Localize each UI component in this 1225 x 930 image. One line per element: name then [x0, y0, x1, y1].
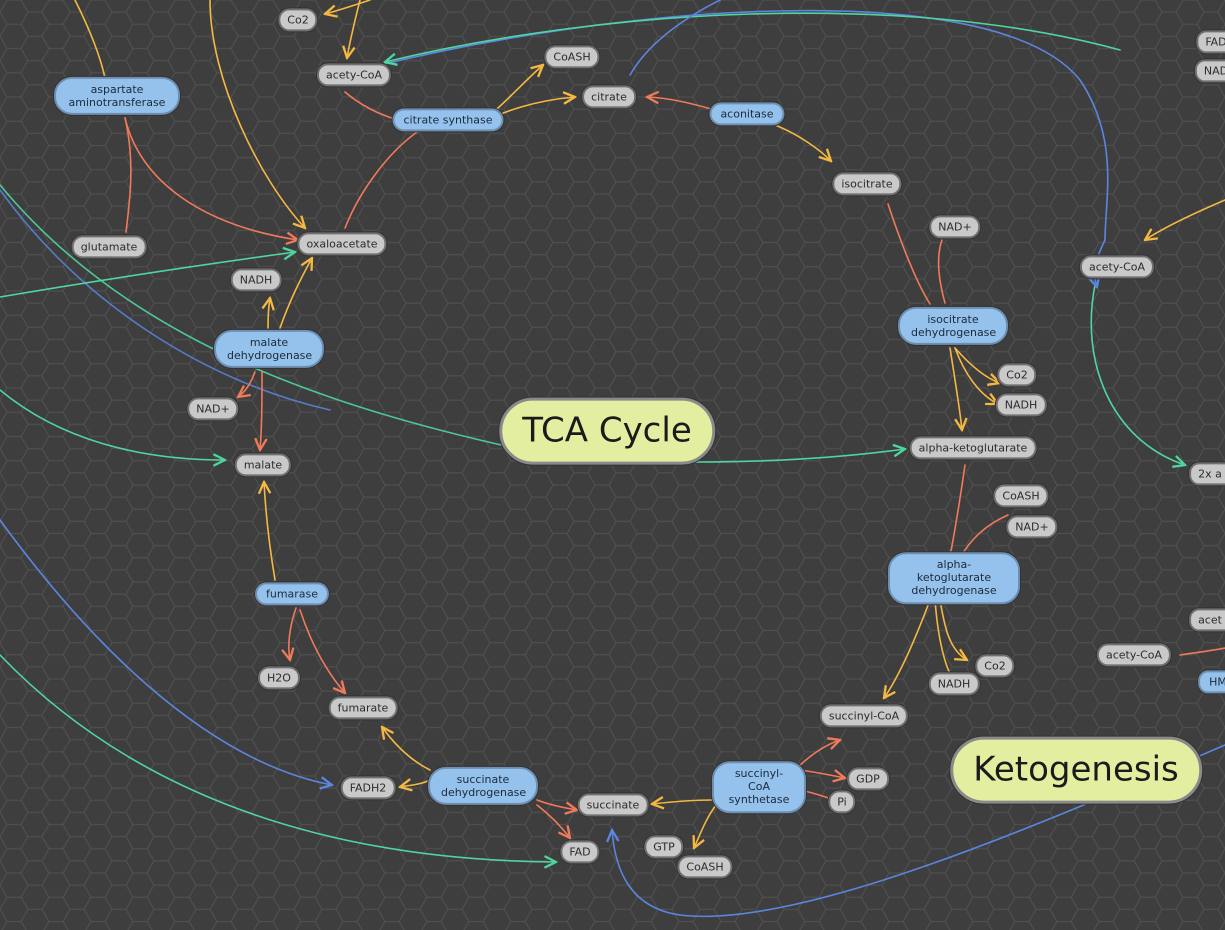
- enzyme-alpha-ketoglutarate-dehydrogenase[interactable]: alpha-ketoglutarate dehydrogenase: [888, 552, 1020, 604]
- metabolite-fumarate[interactable]: fumarate: [328, 696, 398, 720]
- metabolite-coash-scs[interactable]: CoASH: [677, 855, 733, 879]
- metabolite-acet-right-edge[interactable]: acet: [1189, 608, 1225, 632]
- enzyme-aconitase[interactable]: aconitase: [709, 102, 785, 126]
- metabolite-h2o[interactable]: H2O: [258, 666, 300, 690]
- metabolite-pi[interactable]: Pi: [828, 790, 856, 814]
- metabolite-gtp[interactable]: GTP: [644, 835, 684, 859]
- metabolite-succinyl-coa[interactable]: succinyl-CoA: [819, 704, 909, 728]
- metabolite-nadh-idh[interactable]: NADH: [995, 393, 1047, 417]
- metabolite-nad-right-edge[interactable]: NAD: [1194, 59, 1225, 83]
- enzyme-hm-right-edge[interactable]: HM: [1198, 670, 1225, 694]
- metabolite-nadh-akgdh[interactable]: NADH: [928, 672, 980, 696]
- enzyme-aspartate-aminotransferase[interactable]: aspartate aminotransferase: [54, 76, 180, 116]
- metabolite-co2-idh[interactable]: Co2: [997, 363, 1037, 387]
- metabolite-isocitrate[interactable]: isocitrate: [832, 172, 902, 196]
- metabolite-oxaloacetate[interactable]: oxaloacetate: [297, 232, 387, 256]
- metabolite-2x-right-edge[interactable]: 2x a: [1189, 462, 1225, 486]
- ketogenesis-title: Ketogenesis: [950, 736, 1202, 804]
- metabolite-gdp[interactable]: GDP: [847, 767, 889, 791]
- tca-cycle-title: TCA Cycle: [499, 397, 715, 465]
- enzyme-malate-dehydrogenase[interactable]: malate dehydrogenase: [214, 329, 324, 369]
- metabolite-fad-right-edge[interactable]: FAD: [1196, 30, 1225, 54]
- metabolite-alpha-ketoglutarate[interactable]: alpha-ketoglutarate: [909, 436, 1037, 460]
- metabolite-nad-plus-akgdh[interactable]: NAD+: [1006, 515, 1058, 539]
- metabolite-fad[interactable]: FAD: [560, 840, 600, 864]
- metabolite-nad-plus-idh[interactable]: NAD+: [929, 215, 981, 239]
- metabolite-coash-top[interactable]: CoASH: [544, 45, 600, 69]
- enzyme-succinate-dehydrogenase[interactable]: succinate dehydrogenase: [428, 766, 538, 806]
- enzyme-succinyl-coa-synthetase[interactable]: succinyl-CoA synthetase: [712, 761, 806, 813]
- metabolite-nad-plus-mdh[interactable]: NAD+: [187, 397, 239, 421]
- enzyme-citrate-synthase[interactable]: citrate synthase: [392, 108, 504, 132]
- metabolite-malate[interactable]: malate: [234, 453, 292, 477]
- metabolite-acetyl-coa-keto[interactable]: acety-CoA: [1096, 643, 1172, 667]
- metabolite-co2-akgdh[interactable]: Co2: [975, 654, 1015, 678]
- metabolite-glutamate[interactable]: glutamate: [71, 235, 147, 259]
- metabolite-citrate[interactable]: citrate: [582, 85, 636, 109]
- enzyme-isocitrate-dehydrogenase[interactable]: isocitrate dehydrogenase: [898, 306, 1008, 346]
- metabolite-acetyl-coa-right[interactable]: acety-CoA: [1079, 255, 1155, 279]
- enzyme-fumarase[interactable]: fumarase: [254, 582, 330, 606]
- metabolite-coash-akgdh[interactable]: CoASH: [993, 484, 1049, 508]
- metabolite-fadh2[interactable]: FADH2: [340, 776, 396, 800]
- metabolite-nadh-mdh[interactable]: NADH: [230, 268, 282, 292]
- metabolite-co2-top[interactable]: Co2: [278, 8, 318, 32]
- metabolite-succinate[interactable]: succinate: [577, 793, 649, 817]
- metabolite-acetyl-coa-top[interactable]: acety-CoA: [316, 63, 392, 87]
